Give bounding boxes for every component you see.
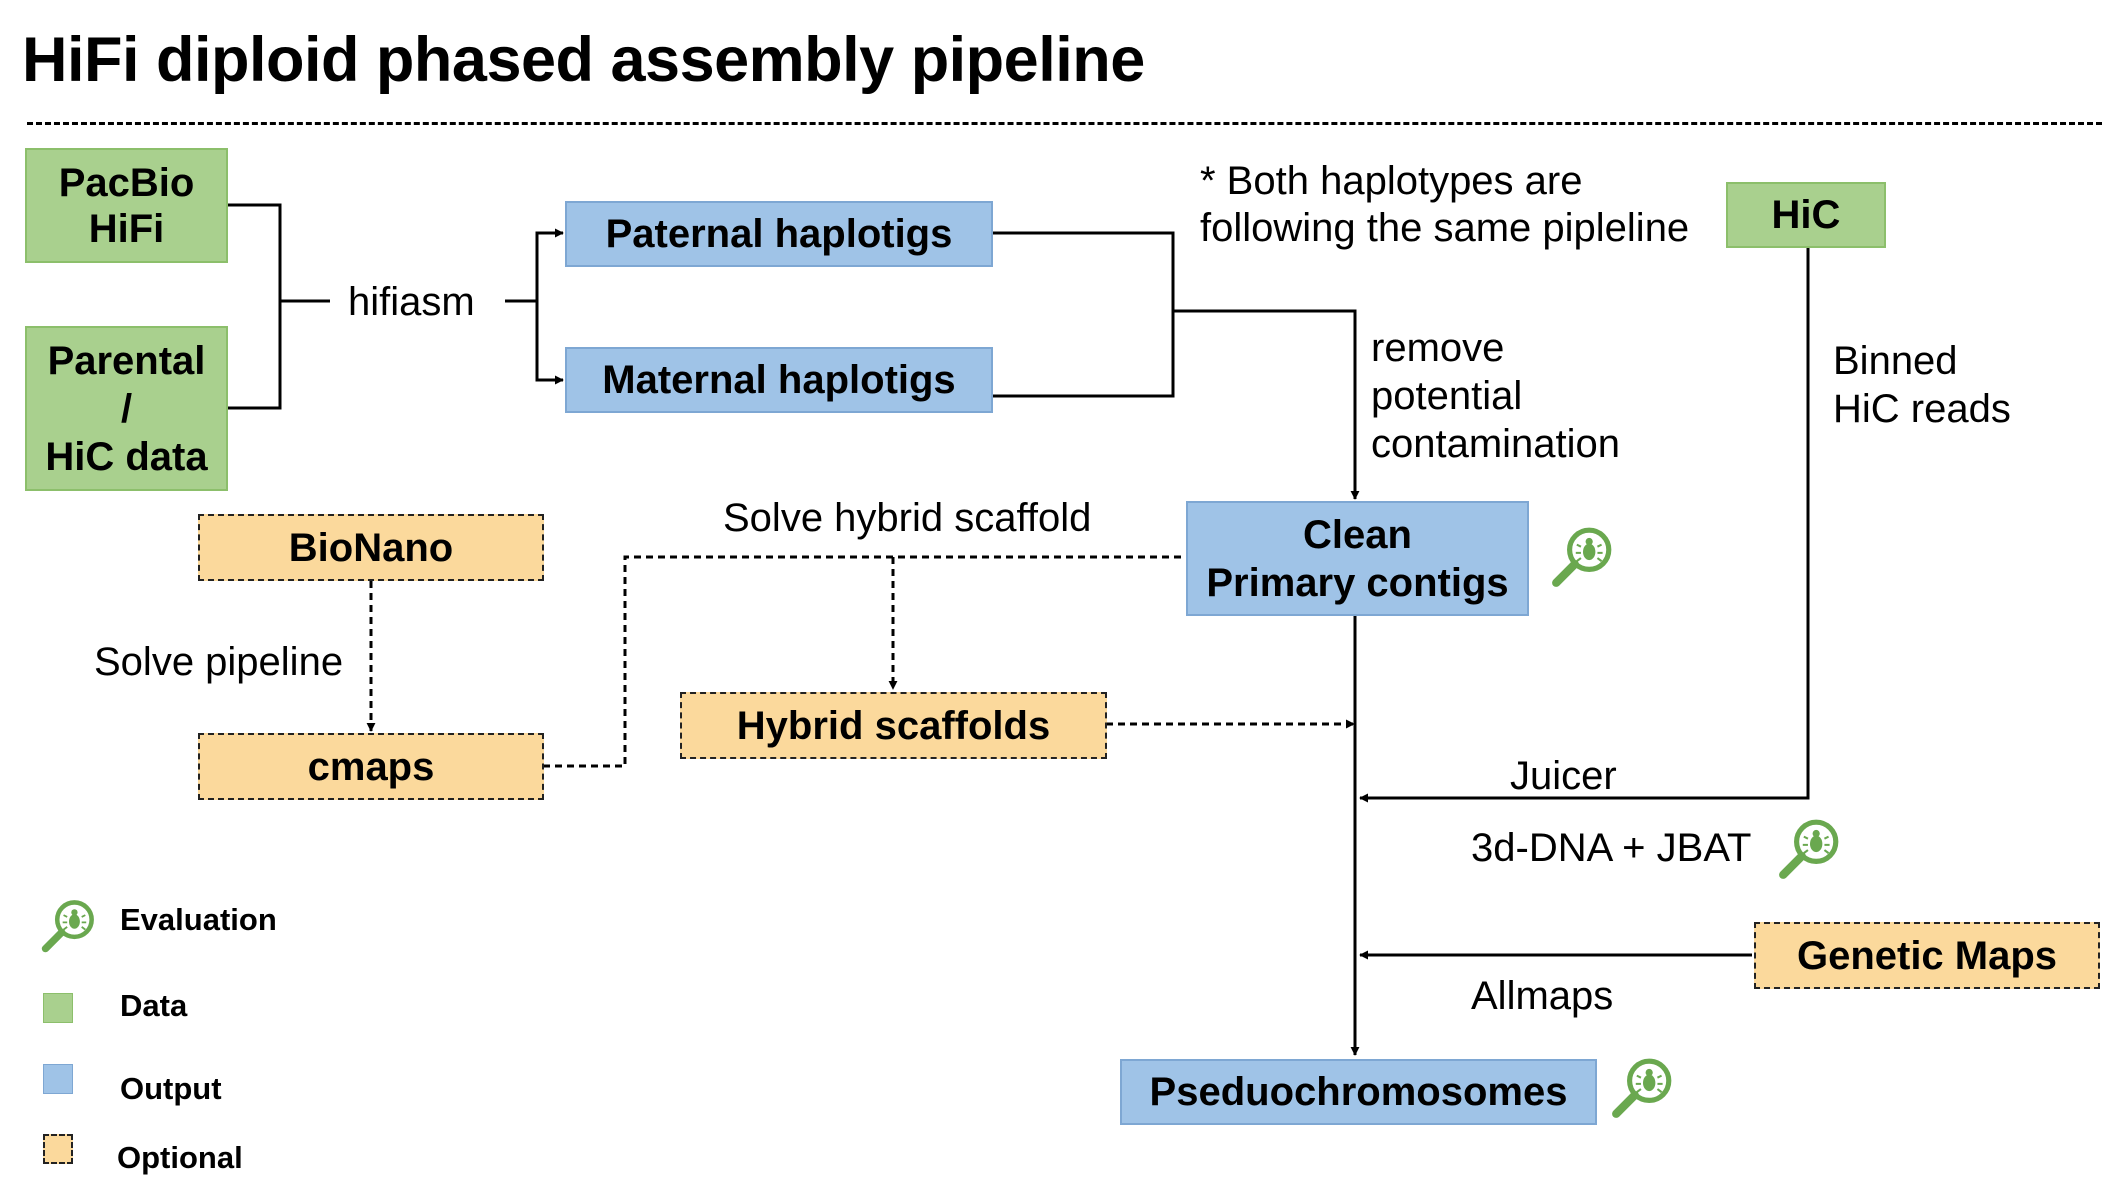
binned-hic-line2: HiC reads [1833,387,2011,431]
remove-contamination-label: remove potential contamination [1371,324,1620,468]
remove-contamination-line2: potential [1371,374,1523,418]
parental-hic-line3: HiC data [45,434,208,479]
paternal-haplotigs-node: Paternal haplotigs [565,201,993,267]
remove-contamination-line3: contamination [1371,422,1621,466]
binned-hic-line1: Binned [1833,339,1958,383]
dna3d-jbat-label: 3d-DNA + JBAT [1471,826,1752,870]
hic-node: HiC [1726,182,1886,248]
legend-optional-swatch [43,1134,73,1164]
connector-paternal-merge [993,231,1175,311]
connector-pacbio-to-hifiasm [228,203,282,410]
page-title: HiFi diploid phased assembly pipeline [22,25,1145,95]
legend-data-label: Data [120,988,188,1023]
connector-cmaps-solve [543,555,1186,768]
legend-data-swatch [43,993,73,1023]
clean-primary-contigs-node: Clean Primary contigs [1186,501,1529,616]
haplotype-note-line2: following the same pipleline [1200,206,1690,251]
pacbio-hifi-line1: PacBio [58,160,195,205]
binned-hic-label: Binned HiC reads [1833,337,2011,433]
clean-primary-line1: Clean [1303,512,1412,557]
remove-contamination-line1: remove [1371,326,1505,370]
clean-primary-line2: Primary contigs [1206,560,1509,605]
magnifier-bug-icon [41,900,94,953]
title-divider [27,122,2102,125]
solve-pipeline-label: Solve pipeline [94,640,344,684]
legend-evaluation-label: Evaluation [120,902,277,937]
cmaps-node: cmaps [198,733,544,800]
arrow-to-paternal [535,228,564,380]
bionano-node: BioNano [198,514,544,581]
maternal-haplotigs-node: Maternal haplotigs [565,347,993,413]
legend-optional-label: Optional [117,1140,243,1175]
juicer-label: Juicer [1510,754,1617,798]
connector-maternal-merge [993,311,1175,398]
parental-hic-line2: / [120,386,133,431]
magnifier-bug-icon [1612,1058,1672,1118]
magnifier-bug-icon [1779,819,1839,879]
genetic-maps-node: Genetic Maps [1754,922,2100,989]
haplotype-note: * Both haplotypes are following the same… [1200,158,1689,252]
parental-hic-node: Parental / HiC data [25,326,228,491]
arrow-to-clean-primary [1173,309,1360,500]
pacbio-hifi-line2: HiFi [88,206,165,251]
pacbio-hifi-node: PacBio HiFi [25,148,228,263]
legend-output-label: Output [120,1071,222,1106]
haplotype-note-line1: * Both haplotypes are [1200,159,1583,203]
hybrid-scaffolds-node: Hybrid scaffolds [680,692,1107,759]
arrow-hic-juicer [1359,248,1810,803]
magnifier-bug-icon [1552,527,1612,587]
legend-output-swatch [43,1064,73,1094]
allmaps-label: Allmaps [1471,974,1614,1018]
solve-hybrid-scaffold-label: Solve hybrid scaffold [723,496,1092,540]
arrow-to-maternal [535,233,564,385]
parental-hic-line1: Parental [47,338,206,383]
hifiasm-label: hifiasm [348,280,475,324]
pseudochromosomes-node: Pseduochromosomes [1120,1059,1597,1125]
